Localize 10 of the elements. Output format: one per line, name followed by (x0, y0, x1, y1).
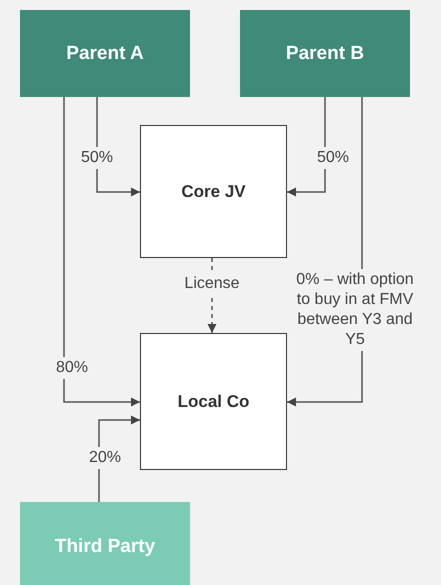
entity-box: Core JV (140, 125, 287, 258)
arrow (63, 97, 140, 406)
edge-label: 20% (86, 447, 124, 469)
entity-box: Local Co (140, 333, 287, 470)
edge-label: 50% (314, 147, 352, 169)
parent-box: Parent A (20, 10, 190, 97)
edge-label: 50% (78, 147, 116, 169)
edge-label: 80% (54, 357, 90, 379)
party-box: Third Party (20, 502, 190, 585)
parent-box: Parent B (240, 10, 410, 97)
